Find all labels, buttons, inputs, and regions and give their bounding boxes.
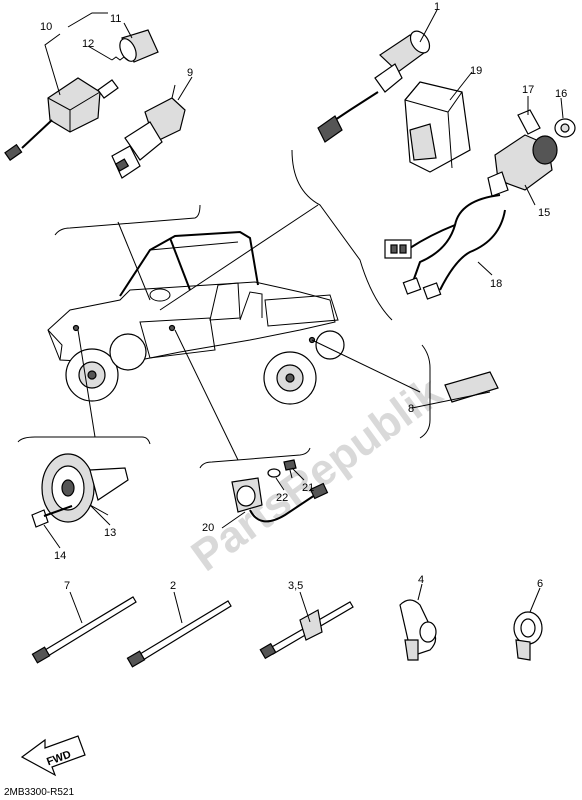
callout-12: 12 <box>82 38 94 50</box>
clamp-4 <box>399 599 437 661</box>
front-wheel <box>65 348 119 402</box>
callout-3-5: 3,5 <box>288 580 303 592</box>
callout-7: 7 <box>64 580 70 592</box>
switch-9 <box>111 84 186 179</box>
knob-11 <box>119 29 159 63</box>
screw-21 <box>283 459 297 479</box>
clamp-6 <box>513 611 543 661</box>
sensor-20 <box>231 477 329 523</box>
harness-18 <box>384 194 506 300</box>
callout-20: 20 <box>202 522 214 534</box>
cable-tie-7 <box>31 596 137 664</box>
callout-numbers: 1 10 11 12 9 19 17 16 15 18 8 13 14 20 2… <box>40 1 567 592</box>
callout-2: 2 <box>170 580 176 592</box>
spring-12 <box>111 56 129 61</box>
callout-21: 21 <box>302 482 314 494</box>
diagram-code: 2MB3300-R521 <box>4 787 74 798</box>
bolt-14 <box>31 505 73 528</box>
callout-16: 16 <box>555 88 567 100</box>
nut-16 <box>554 118 576 138</box>
callout-leaders <box>43 9 564 624</box>
locator-lines <box>17 149 431 469</box>
pad-8 <box>444 371 499 403</box>
fwd-arrow-icon: FWD <box>20 735 86 777</box>
vehicle-illustration <box>47 230 345 405</box>
callout-11: 11 <box>110 13 121 25</box>
callout-8: 8 <box>408 403 414 415</box>
callout-15: 15 <box>538 207 550 219</box>
callout-19: 19 <box>470 65 482 77</box>
callout-6: 6 <box>537 578 543 590</box>
washer-22 <box>267 468 281 478</box>
horn-13 <box>41 453 129 523</box>
main-switch-15 <box>487 134 558 197</box>
cable-tie-2 <box>126 600 232 668</box>
callout-13: 13 <box>104 527 116 539</box>
callout-22: 22 <box>276 492 288 504</box>
switch-assembly-10 <box>4 77 119 161</box>
callout-10: 10 <box>40 21 52 33</box>
rear-wheel <box>263 351 317 405</box>
watermark-text: PartsRepublik <box>183 367 452 581</box>
relay-19 <box>404 81 471 173</box>
label-17 <box>517 109 541 135</box>
callout-4: 4 <box>418 574 424 586</box>
callout-18: 18 <box>490 278 502 290</box>
clamp-tie-35 <box>259 601 354 660</box>
callout-1: 1 <box>434 1 440 13</box>
callout-17: 17 <box>522 84 534 96</box>
callout-9: 9 <box>187 67 193 79</box>
callout-14: 14 <box>54 550 66 562</box>
